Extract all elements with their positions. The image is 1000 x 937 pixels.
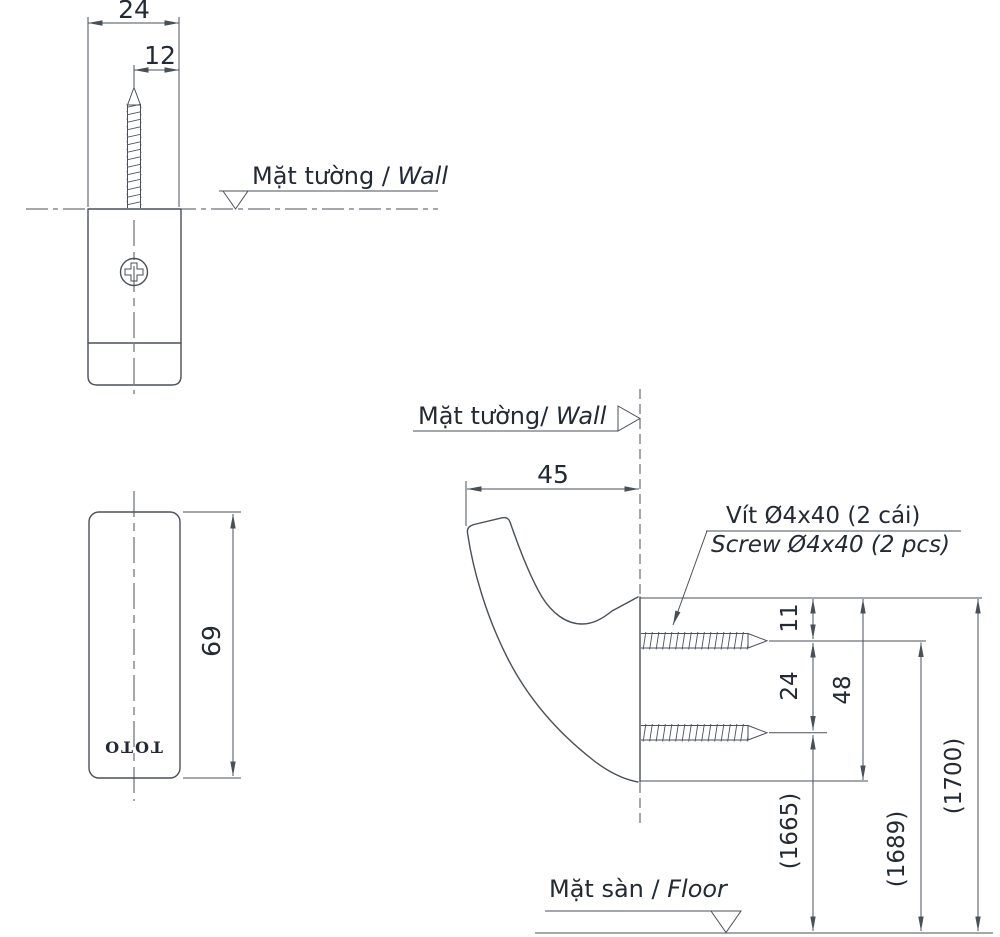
hook-profile [466,516,639,783]
dim-text-45: 45 [537,460,569,489]
wall-label-text: Mặt tường / Wall [252,162,448,190]
wall-datum-symbol [222,190,249,210]
screw-note-vi: Vít Ø4x40 (2 cái) [726,503,920,529]
dim-text-48: 48 [830,675,856,704]
dim-text-24: 24 [118,0,150,24]
floor-label-text: Mặt sàn / Floor [549,875,729,903]
wall-label-vi: Mặt tường / [252,162,398,190]
dim-floor-to-top: (1700) [941,599,981,931]
lower-screw-side-view [641,724,769,742]
dim-plate-height: 48 [830,599,866,780]
floor-datum-symbol [710,910,742,934]
dim-text-1665: (1665) [777,793,803,869]
front-view: TOTO 69 [88,491,241,801]
dim-body-height: 69 [183,511,241,779]
floor-label-en: Floor [667,875,729,903]
wall-datum-symbol [617,405,642,432]
top-view: 24 12 Mặt tường / Wall [26,0,448,394]
upper-screw-side-view [641,632,769,650]
leader-line [672,530,708,626]
dim-chain-screws: 11 24 (1665) [777,599,816,931]
dim-body-width: 24 [88,0,179,26]
screw-threads [641,724,748,742]
dim-floor-to-upper-screw: (1689) [884,642,924,931]
screw-threads [126,103,142,208]
screw-tip [747,632,769,649]
mounting-screw-top-view [126,86,142,208]
screw-note: Vít Ø4x40 (2 cái) Screw Ø4x40 (2 pcs) [672,503,961,626]
wall-label-vi: Mặt tường/ [418,402,556,430]
dim-text-1700: (1700) [941,738,967,814]
wall-label-top: Mặt tường / Wall [219,162,448,210]
side-view: Mặt tường/ Wall 45 [413,389,993,934]
wall-label-en: Wall [398,162,449,190]
floor-label: Mặt sàn / Floor [545,875,742,934]
screw-note-en: Screw Ø4x40 (2 pcs) [711,532,950,558]
wall-label-text: Mặt tường/ Wall [418,402,607,430]
toto-logo: TOTO [103,738,163,757]
wall-label-en: Wall [556,402,607,430]
screw-tip [747,724,769,741]
dim-screw-offset: 12 [134,41,179,73]
wall-label-side: Mặt tường/ Wall [413,402,642,432]
dim-depth: 45 [465,460,639,526]
screw-head-circle [119,257,149,287]
floor-label-vi: Mặt sàn / [549,875,667,903]
dim-text-1689: (1689) [884,811,910,887]
dim-text-24: 24 [777,671,803,700]
dim-text-12: 12 [144,41,176,70]
phillips-screw-head [119,257,149,287]
dim-text-69: 69 [197,625,226,657]
hook-body-outline [87,208,182,386]
dim-text-11: 11 [777,603,803,632]
screw-threads [641,632,748,650]
screw-tip [126,86,142,106]
phillips-cross-icon [124,262,144,282]
